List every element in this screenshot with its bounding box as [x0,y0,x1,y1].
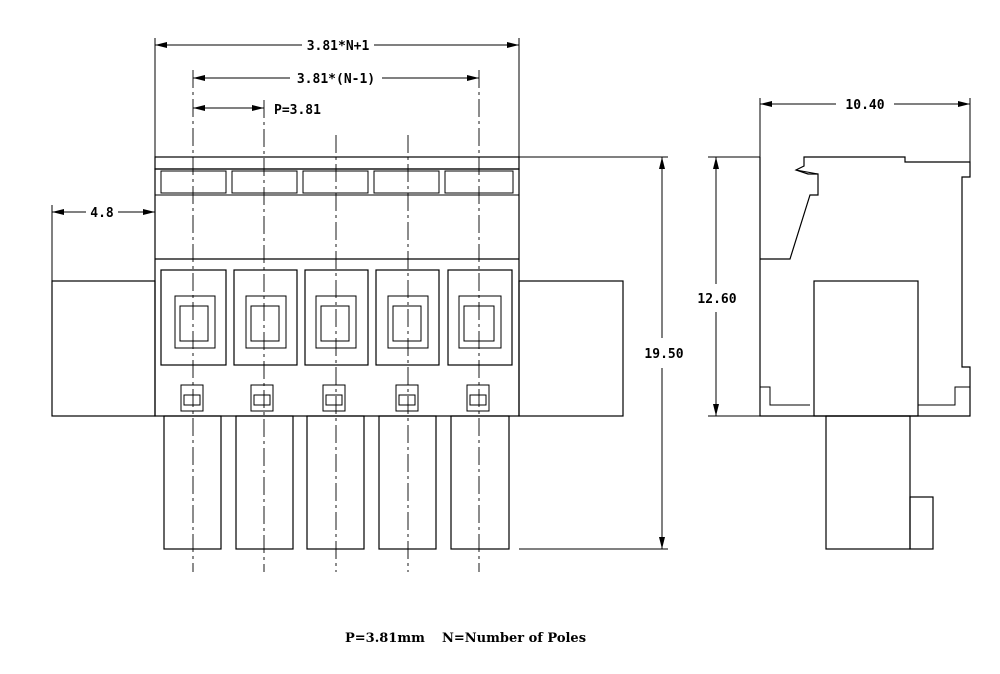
pole-4 [373,170,440,550]
side-left-foot [760,386,810,406]
pole-2 [231,170,298,550]
side-right-foot [918,386,970,406]
side-latch [909,496,934,550]
dim-flange-label: 4.8 [90,206,114,221]
front-view: 3.81*N+1 3.81*(N-1) P=3.81 4.8 [51,38,684,572]
pole-1 [160,170,227,550]
side-flange [813,280,919,417]
dim-pitch [193,105,264,111]
dim-span [193,75,479,81]
dim-height [519,156,668,550]
side-pin [825,415,911,550]
dim-height-label: 19.50 [644,347,683,362]
dim-pitch-label: P=3.81 [274,103,321,118]
dim-overall-length-label: 3.81*N+1 [307,39,370,54]
side-body-outline [759,156,971,417]
right-flange [518,280,624,417]
footer-poles-note: N=Number of Poles [442,631,586,646]
dim-overall-length [154,38,520,157]
pole-3 [302,170,369,550]
left-flange [51,280,156,417]
dim-flange [51,205,155,281]
dim-side-width-label: 10.40 [845,98,884,113]
dim-side-width [759,98,971,162]
dim-span-label: 3.81*(N-1) [297,72,375,87]
dim-side-height-label: 12.60 [697,292,736,307]
pole-centerlines [192,70,480,572]
footer-pitch-note: P=3.81mm [345,631,425,646]
main-body [154,168,520,417]
dim-side-height [708,156,760,417]
top-cap [154,156,520,170]
side-view: 10.40 12.60 [697,98,971,550]
